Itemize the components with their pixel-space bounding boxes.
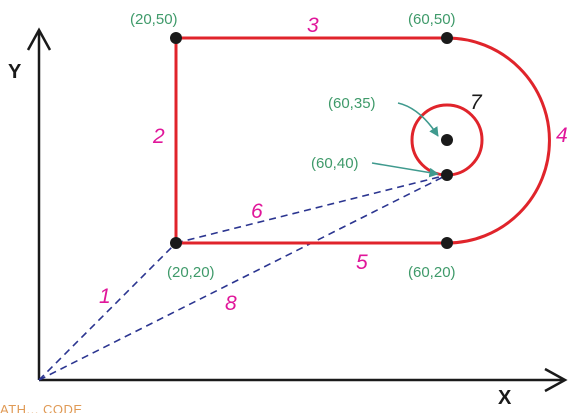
path-points [170,32,453,249]
coord-label-60-40: (60,40) [311,155,359,172]
rapid-line-8 [38,174,448,381]
rapid-line-6 [175,174,448,244]
point-20-50 [170,32,182,44]
pointer-arrows [371,102,439,178]
coordinate-labels: (20,50) (60,50) (60,35) (60,40) (20,20) … [130,11,456,281]
footer-caption: ATH... CODE [0,402,83,413]
coord-label-20-50: (20,50) [130,11,178,28]
segment-labels: 1 2 3 4 5 6 7 8 [99,14,568,315]
rapid-moves [38,174,448,381]
point-60-40 [441,169,453,181]
segment-label-3: 3 [307,14,319,37]
segment-label-7: 7 [470,91,483,114]
segment-label-6: 6 [251,200,263,223]
axes: Y X [8,27,568,409]
coord-label-60-50: (60,50) [408,11,456,28]
segment-label-8: 8 [225,292,237,315]
coord-label-60-20: (60,20) [408,264,456,281]
x-axis-arrowhead [544,367,568,393]
x-axis-label: X [498,387,512,409]
arrow-to-60-40 [371,162,439,178]
rapid-line-1 [38,242,177,381]
segment-label-5: 5 [356,251,368,274]
point-20-20 [170,237,182,249]
path-arc-4 [446,36,551,245]
segment-label-1: 1 [99,285,111,308]
point-60-20 [441,237,453,249]
segment-label-2: 2 [152,125,165,148]
y-axis-label: Y [8,61,22,83]
y-axis-arrowhead [26,27,52,51]
segment-label-4: 4 [556,124,568,147]
point-60-50 [441,32,453,44]
point-60-35 [441,134,453,146]
cutting-path [174,36,551,245]
coord-label-20-20: (20,20) [167,264,215,281]
arrow-to-60-35 [397,102,439,137]
coord-label-60-35: (60,35) [328,95,376,112]
